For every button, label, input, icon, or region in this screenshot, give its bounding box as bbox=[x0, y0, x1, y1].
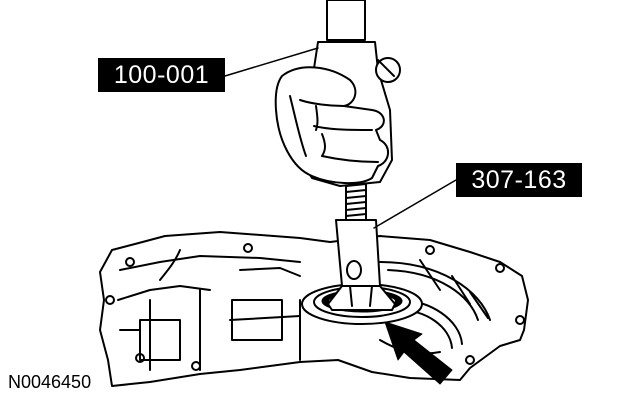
transmission-case bbox=[99, 231, 529, 387]
callout-leader-line bbox=[224, 47, 319, 77]
figure-id: N0046450 bbox=[8, 372, 92, 392]
hand bbox=[274, 66, 389, 185]
seal-installer-tool bbox=[327, 179, 396, 311]
callout-leader-line bbox=[373, 179, 457, 229]
callout-tool-307-163: 307-163 bbox=[456, 163, 582, 197]
direction-arrow-icon bbox=[384, 321, 453, 385]
callout-tool-100-001: 100-001 bbox=[98, 58, 225, 92]
